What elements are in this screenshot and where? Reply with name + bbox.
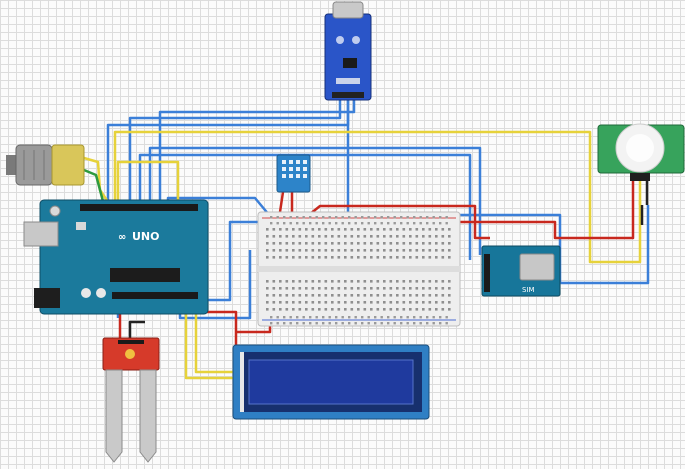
wire-yellow <box>113 130 642 264</box>
wire-blue <box>148 146 482 255</box>
wire-blue <box>106 100 350 205</box>
arduino-logo: ∞ <box>118 232 126 243</box>
wire-red <box>299 204 490 240</box>
wire-yellow <box>184 300 240 380</box>
gsm-sim-label: SIM <box>522 286 535 294</box>
wire-yellow <box>194 300 240 374</box>
sim-slot <box>519 253 555 281</box>
sensor-board <box>324 13 372 101</box>
dht-sensor <box>276 154 311 193</box>
lcd-display <box>232 344 430 420</box>
motor-shaft <box>6 155 16 175</box>
motor-can <box>51 144 85 186</box>
wire-red <box>118 310 160 340</box>
breadboard-holes <box>266 216 451 325</box>
lcd-screen <box>248 359 414 405</box>
wire-yellow <box>83 156 112 206</box>
arduino-uno-label: UNO <box>132 230 160 243</box>
breadboard <box>257 211 461 327</box>
wire-black <box>128 320 145 340</box>
wire-red <box>445 205 635 240</box>
microcontroller-chip <box>110 268 180 282</box>
soil-probe-left <box>105 369 123 463</box>
usb-port <box>23 221 59 247</box>
gsm-module: SIM <box>481 245 561 297</box>
sensor-head <box>332 1 364 19</box>
dc-motor <box>6 144 85 186</box>
arduino-uno: ∞ UNO <box>23 199 209 315</box>
pir-sensor <box>597 123 685 205</box>
wire-green <box>83 168 106 206</box>
power-jack <box>34 288 60 308</box>
wire-yellow <box>116 160 180 205</box>
analog-header <box>112 292 198 299</box>
wire-blue <box>158 100 356 205</box>
digital-header <box>80 204 198 211</box>
sensor-module-top <box>324 1 372 101</box>
soil-moisture-sensor <box>102 337 160 463</box>
soil-probe-right <box>139 369 157 463</box>
wire-blue <box>190 220 268 302</box>
dht-body <box>276 154 311 193</box>
